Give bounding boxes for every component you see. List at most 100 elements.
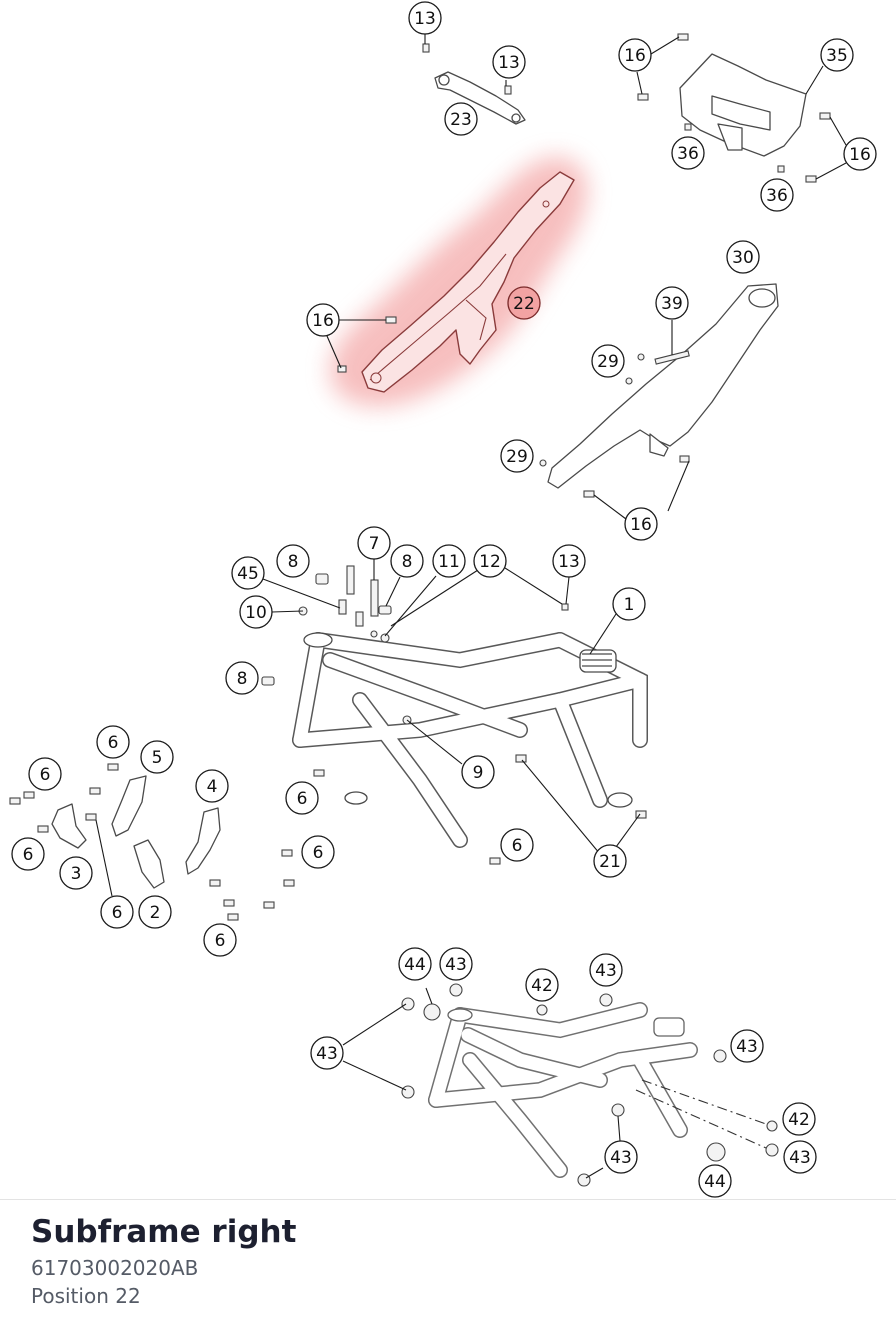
callout-number: 42 (788, 1110, 810, 1130)
part-1-main-frame[interactable] (292, 632, 648, 848)
callout-43[interactable]: 43 (730, 1029, 764, 1063)
callout-45[interactable]: 45 (231, 556, 265, 590)
part-23-bracket[interactable] (434, 71, 526, 125)
callout-number: 43 (736, 1037, 758, 1057)
callout-21[interactable]: 21 (593, 844, 627, 878)
callout-number: 6 (215, 931, 226, 951)
callout-number: 35 (826, 46, 848, 66)
callout-3[interactable]: 3 (59, 856, 93, 890)
leader-lines (95, 34, 847, 1179)
callout-12[interactable]: 12 (473, 544, 507, 578)
part-35-cover[interactable] (679, 53, 807, 157)
callout-number: 42 (531, 976, 553, 996)
callout-number: 36 (766, 186, 788, 206)
callout-16[interactable]: 16 (306, 303, 340, 337)
callout-number: 22 (513, 294, 535, 314)
callout-6[interactable]: 6 (203, 923, 237, 957)
callout-6[interactable]: 6 (100, 895, 134, 929)
callout-10[interactable]: 10 (239, 595, 273, 629)
callout-29[interactable]: 29 (500, 439, 534, 473)
bolt-13-b (504, 85, 512, 95)
callout-number: 43 (316, 1044, 338, 1064)
nut-36-a (684, 123, 692, 131)
callout-number: 3 (71, 864, 82, 884)
callout-8[interactable]: 8 (225, 661, 259, 695)
callout-43[interactable]: 43 (439, 947, 473, 981)
bolts-6 (9, 763, 501, 921)
callout-42[interactable]: 42 (782, 1102, 816, 1136)
bolt-16-subframe-b (337, 365, 347, 373)
callout-6[interactable]: 6 (28, 757, 62, 791)
callout-30[interactable]: 30 (726, 240, 760, 274)
part-3-bracket[interactable] (51, 803, 87, 849)
callout-7[interactable]: 7 (357, 526, 391, 560)
callout-35[interactable]: 35 (820, 38, 854, 72)
part-title: Subframe right (31, 1214, 297, 1250)
callout-number: 16 (312, 311, 334, 331)
callout-number: 4 (207, 777, 218, 797)
callout-number: 10 (245, 603, 267, 623)
part-30-subframe-left[interactable] (547, 283, 779, 489)
part-info-panel: Subframe right 61703002020AB Position 22 (0, 1199, 896, 1336)
callout-43[interactable]: 43 (310, 1036, 344, 1070)
callout-29[interactable]: 29 (591, 344, 625, 378)
callout-11[interactable]: 11 (432, 544, 466, 578)
callout-16[interactable]: 16 (618, 38, 652, 72)
callout-1[interactable]: 1 (612, 587, 646, 621)
callout-44[interactable]: 44 (698, 1164, 732, 1198)
callout-13[interactable]: 13 (408, 1, 442, 35)
part-5-bracket[interactable] (111, 775, 147, 837)
part-22-subframe-right[interactable] (361, 171, 575, 393)
callout-13[interactable]: 13 (552, 544, 586, 578)
pin-39 (654, 350, 690, 365)
bolt-16-lower-a (679, 455, 690, 463)
callout-number: 43 (595, 961, 617, 981)
callout-6[interactable]: 6 (96, 725, 130, 759)
callout-13[interactable]: 13 (492, 45, 526, 79)
callout-6[interactable]: 6 (301, 835, 335, 869)
callout-number: 6 (512, 836, 523, 856)
callout-9[interactable]: 9 (461, 755, 495, 789)
axis-line-42 (641, 1079, 767, 1125)
callout-number: 12 (479, 552, 501, 572)
callout-23[interactable]: 23 (444, 102, 478, 136)
callout-16[interactable]: 16 (624, 507, 658, 541)
callout-6[interactable]: 6 (500, 828, 534, 862)
callout-6[interactable]: 6 (285, 781, 319, 815)
callout-number: 1 (624, 595, 635, 615)
callout-number: 7 (369, 534, 380, 554)
callout-number: 36 (677, 144, 699, 164)
washer-29-b (539, 459, 547, 467)
part-4-bracket[interactable] (185, 807, 221, 875)
callout-4[interactable]: 4 (195, 769, 229, 803)
callout-number: 44 (704, 1172, 726, 1192)
callout-39[interactable]: 39 (655, 286, 689, 320)
nut-36-b (777, 165, 785, 173)
callout-43[interactable]: 43 (783, 1140, 817, 1174)
axis-line-43 (635, 1089, 767, 1149)
callout-number: 44 (404, 955, 426, 975)
callout-43[interactable]: 43 (604, 1140, 638, 1174)
callout-number: 6 (108, 733, 119, 753)
callout-number: 6 (23, 845, 34, 865)
callout-6[interactable]: 6 (11, 837, 45, 871)
callout-number: 2 (150, 903, 161, 923)
part-2-bracket[interactable] (133, 839, 165, 889)
callout-43[interactable]: 43 (589, 953, 623, 987)
bushings-43-44-42 (401, 983, 779, 1187)
callout-16[interactable]: 16 (843, 137, 877, 171)
callout-22-highlighted[interactable]: 22 (507, 286, 541, 320)
callout-5[interactable]: 5 (140, 740, 174, 774)
callout-44[interactable]: 44 (398, 947, 432, 981)
callout-42[interactable]: 42 (525, 968, 559, 1002)
callout-number: 30 (732, 248, 754, 268)
callout-number: 21 (599, 852, 621, 872)
bolt-16-top (677, 33, 689, 41)
callout-36[interactable]: 36 (671, 136, 705, 170)
callout-2[interactable]: 2 (138, 895, 172, 929)
callout-36[interactable]: 36 (760, 178, 794, 212)
callout-8[interactable]: 8 (390, 544, 424, 578)
callout-number: 8 (288, 552, 299, 572)
callout-8[interactable]: 8 (276, 544, 310, 578)
